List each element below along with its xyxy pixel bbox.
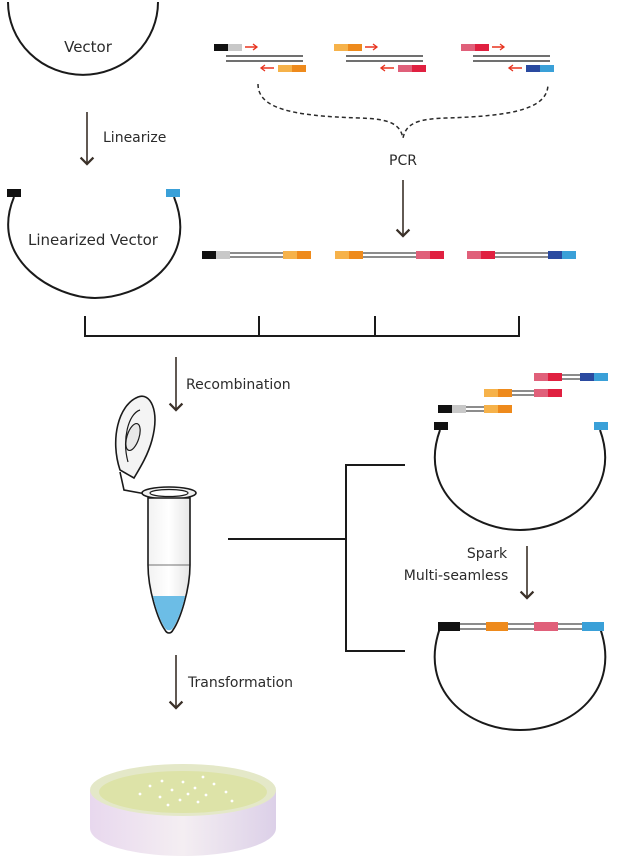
pcr-label: PCR [389, 153, 417, 169]
vector-plasmid: Vector [7, 1, 159, 76]
petri-dish-icon [90, 764, 276, 856]
spark-label-line1: Spark [467, 546, 508, 562]
spark-label-line2: Multi-seamless [404, 568, 509, 584]
vector-label: Vector [64, 38, 113, 56]
transformation-label: Transformation [187, 675, 293, 691]
reaction-connector [228, 464, 405, 652]
microcentrifuge-tube-icon [114, 395, 197, 634]
linearized-vector: Linearized Vector [7, 189, 182, 300]
pcr-product-2 [335, 251, 444, 259]
pcr-product-1 [202, 251, 311, 259]
recombinant-plasmid [433, 622, 607, 732]
pcr-brace [257, 83, 549, 139]
pcr-template-3 [461, 43, 554, 72]
combine-bracket [84, 316, 520, 337]
recombination-label: Recombination [186, 377, 291, 393]
black-end-block [7, 189, 21, 197]
pcr-product-3 [467, 251, 576, 259]
linearized-vector-label: Linearized Vector [28, 231, 159, 249]
pcr-template-1 [214, 43, 306, 72]
fragment-stack [438, 373, 608, 413]
linearize-label: Linearize [103, 130, 166, 146]
pcr-template-2 [334, 43, 426, 72]
blue-end-block [166, 189, 180, 197]
reaction-linearized-vector [433, 422, 608, 532]
